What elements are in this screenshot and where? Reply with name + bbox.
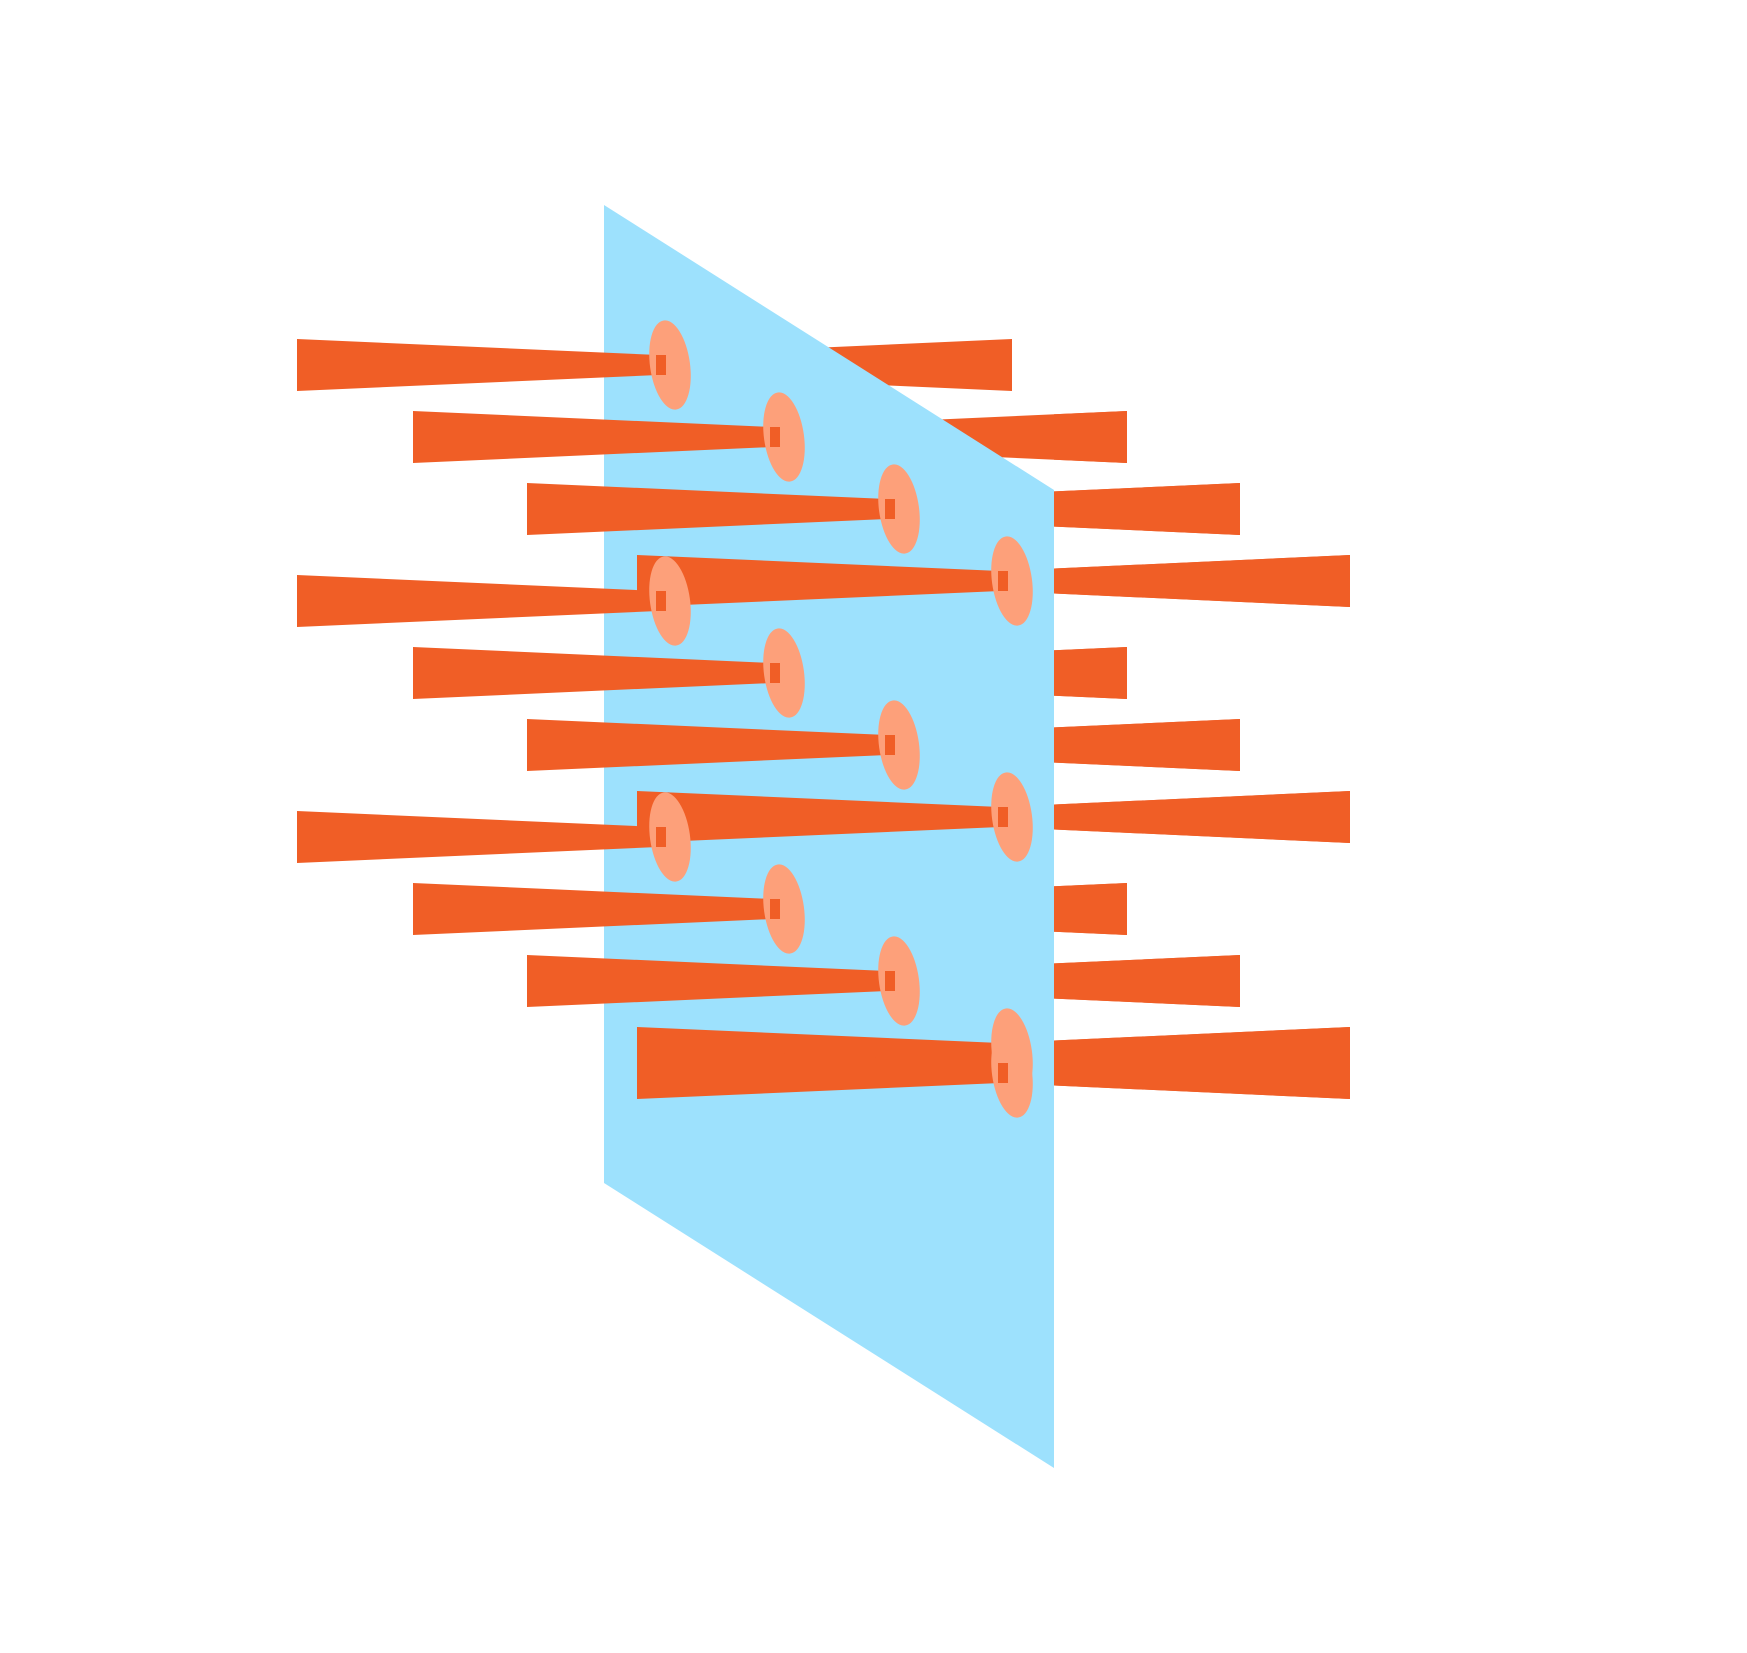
spike-front-half <box>637 555 1000 607</box>
spike-front-half <box>637 791 1000 843</box>
spike-front-half <box>527 483 887 535</box>
ellipse-marker <box>649 556 691 646</box>
spike-right-stub <box>1054 791 1350 843</box>
spike-front-half <box>297 811 658 863</box>
spike-tip <box>998 1063 1008 1083</box>
spike-tip <box>770 663 780 683</box>
spike-right-stub <box>1054 555 1350 607</box>
spike-tip <box>998 571 1008 591</box>
spike-right-stub <box>1054 411 1127 463</box>
ellipse-marker <box>763 864 805 954</box>
spike-right-stub <box>1054 955 1240 1007</box>
ellipse-marker <box>991 1028 1033 1118</box>
spike-front-half <box>637 1047 1000 1099</box>
spike-tip <box>656 591 666 611</box>
ellipse-marker <box>763 628 805 718</box>
ellipse-marker <box>649 320 691 410</box>
spike-tip <box>998 807 1008 827</box>
front-spikes-group <box>297 320 1350 1118</box>
ellipse-marker <box>763 392 805 482</box>
spike-right-stub <box>1054 647 1127 699</box>
ellipse-marker <box>878 464 920 554</box>
spike-tip <box>656 827 666 847</box>
spike-tip <box>770 899 780 919</box>
spike-front-half <box>413 883 772 935</box>
spike-tip <box>885 735 895 755</box>
spike-front-half <box>297 339 658 391</box>
spike-tip <box>770 427 780 447</box>
spike-front-half <box>527 719 887 771</box>
spike-front-half <box>413 647 772 699</box>
ellipse-marker <box>991 772 1033 862</box>
spike-front-half <box>413 411 772 463</box>
spike-tip <box>885 499 895 519</box>
spike-right-stub <box>1054 483 1240 535</box>
spike-tip <box>656 355 666 375</box>
spike-right-stub <box>1054 1047 1350 1099</box>
ellipse-marker <box>649 792 691 882</box>
spike-right-stub <box>1054 719 1240 771</box>
spike-tip <box>885 971 895 991</box>
spike-front-half <box>527 955 887 1007</box>
spike-front-half <box>297 575 658 627</box>
ellipse-marker <box>878 700 920 790</box>
ellipse-marker <box>991 536 1033 626</box>
ellipse-marker <box>878 936 920 1026</box>
spike-right-stub <box>1054 883 1127 935</box>
